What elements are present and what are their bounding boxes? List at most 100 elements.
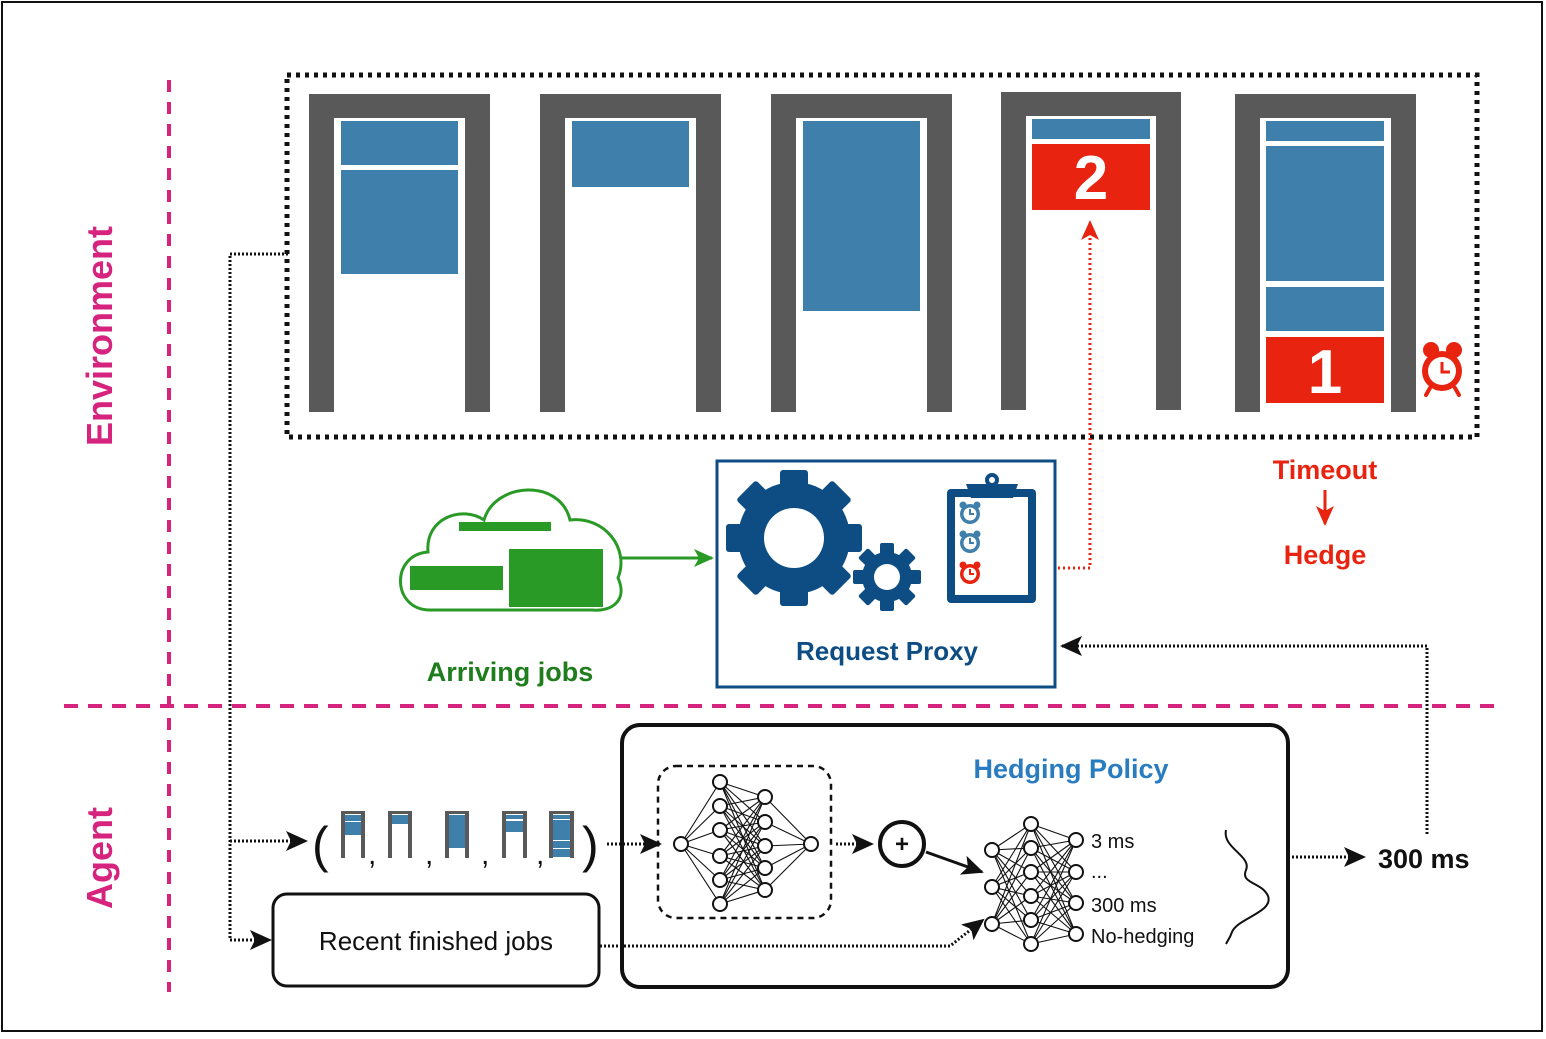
server-frame <box>1235 94 1416 412</box>
network-node <box>712 872 728 888</box>
network-edge <box>719 796 766 905</box>
mini-server-4 <box>502 811 527 858</box>
combine-node <box>878 820 926 868</box>
job-block <box>1266 121 1384 141</box>
network-edge <box>719 821 766 905</box>
combine-symbol: + <box>895 831 909 858</box>
network-node <box>1023 888 1039 904</box>
network-edge <box>680 843 721 905</box>
policy-option-no-hedging: No-hedging <box>1091 926 1194 948</box>
network-edge <box>764 843 812 891</box>
arriving-job-block <box>410 566 503 590</box>
server-frame <box>309 94 490 412</box>
hedging-policy-label: Hedging Policy <box>973 754 1168 784</box>
alarm-clock-icon <box>1422 342 1462 397</box>
hedge-badge-1: 1 <box>1308 338 1342 407</box>
network-edge <box>719 829 766 869</box>
tuple-separator: , <box>536 838 544 871</box>
network-node <box>1023 840 1039 856</box>
alarm-clock-icon <box>959 530 981 553</box>
network-node <box>712 822 728 838</box>
network-edge <box>991 823 1032 925</box>
network-edge <box>719 781 766 891</box>
distribution-curve <box>1224 829 1270 945</box>
network-edge <box>719 867 766 905</box>
recent-finished-jobs-box <box>271 892 601 988</box>
neural-network-icon <box>673 774 819 912</box>
network-node <box>757 882 773 898</box>
network-node <box>1068 926 1084 942</box>
neural-network-icon <box>984 816 1084 952</box>
network-edge <box>719 796 766 881</box>
mini-server-2 <box>388 811 412 858</box>
clipboard-icon <box>947 473 1036 603</box>
network-node <box>984 916 1000 932</box>
network-edge <box>680 781 721 845</box>
arriving-jobs-label: Arriving jobs <box>427 657 594 687</box>
hedge-dispatch-arrow <box>1058 220 1099 570</box>
network-node <box>1023 864 1039 880</box>
server-5: 1 <box>1235 94 1416 412</box>
network-edge <box>991 886 1032 921</box>
hedge-label: Hedge <box>1284 540 1367 570</box>
request-proxy-box <box>715 459 1057 689</box>
network-edge <box>1030 847 1077 904</box>
network-edge <box>991 871 1032 925</box>
network-edge <box>1030 902 1077 945</box>
server-2 <box>540 94 721 412</box>
network-node <box>984 842 1000 858</box>
tuple-separator: , <box>481 838 489 871</box>
network-node <box>1023 912 1039 928</box>
tuple-separator: , <box>368 838 376 871</box>
tuple-open-paren: ( <box>312 817 329 873</box>
server-4: 2 <box>1001 92 1181 410</box>
network-edge <box>1030 902 1077 921</box>
server-frame <box>771 94 952 412</box>
original-job-block <box>1266 337 1384 403</box>
network-edge <box>991 895 1032 925</box>
environment-label: Environment <box>79 226 120 446</box>
policy-option-300ms: 300 ms <box>1091 895 1157 917</box>
job-block <box>1032 119 1150 139</box>
network-edge <box>1030 871 1077 897</box>
alarm-clock-icon <box>959 501 981 524</box>
network-edge <box>1030 823 1077 873</box>
job-block <box>341 121 458 165</box>
network-node <box>803 836 819 852</box>
history-to-policy-arrow <box>600 918 985 948</box>
request-proxy-label: Request Proxy <box>796 636 979 666</box>
network-edge <box>991 849 1032 945</box>
mini-server-1 <box>341 811 365 858</box>
network-node <box>757 860 773 876</box>
policy-option-ellipsis: ... <box>1091 861 1108 883</box>
network-edge <box>719 781 766 869</box>
network-edge <box>764 843 812 869</box>
network-node <box>673 836 689 852</box>
network-edge <box>1030 871 1077 935</box>
server-frame <box>540 94 721 412</box>
network-node <box>1068 832 1084 848</box>
network-node <box>757 838 773 854</box>
job-block <box>803 121 920 311</box>
arriving-job-block <box>509 549 603 607</box>
network-edge <box>1030 871 1077 904</box>
network-node <box>757 814 773 830</box>
network-edge <box>719 805 766 869</box>
mini-server-3 <box>445 811 469 858</box>
network-edge <box>719 845 766 905</box>
network-edge <box>764 796 812 845</box>
mini-server-5 <box>549 811 574 858</box>
network-edge <box>1030 823 1077 904</box>
server-3 <box>771 94 952 412</box>
job-block <box>341 170 458 274</box>
network-node <box>757 789 773 805</box>
server-frame <box>1001 92 1181 410</box>
network-edge <box>991 823 1032 888</box>
job-block <box>1266 287 1384 331</box>
network-node <box>1023 936 1039 952</box>
network-edge <box>764 821 812 845</box>
network-edge <box>680 805 721 845</box>
